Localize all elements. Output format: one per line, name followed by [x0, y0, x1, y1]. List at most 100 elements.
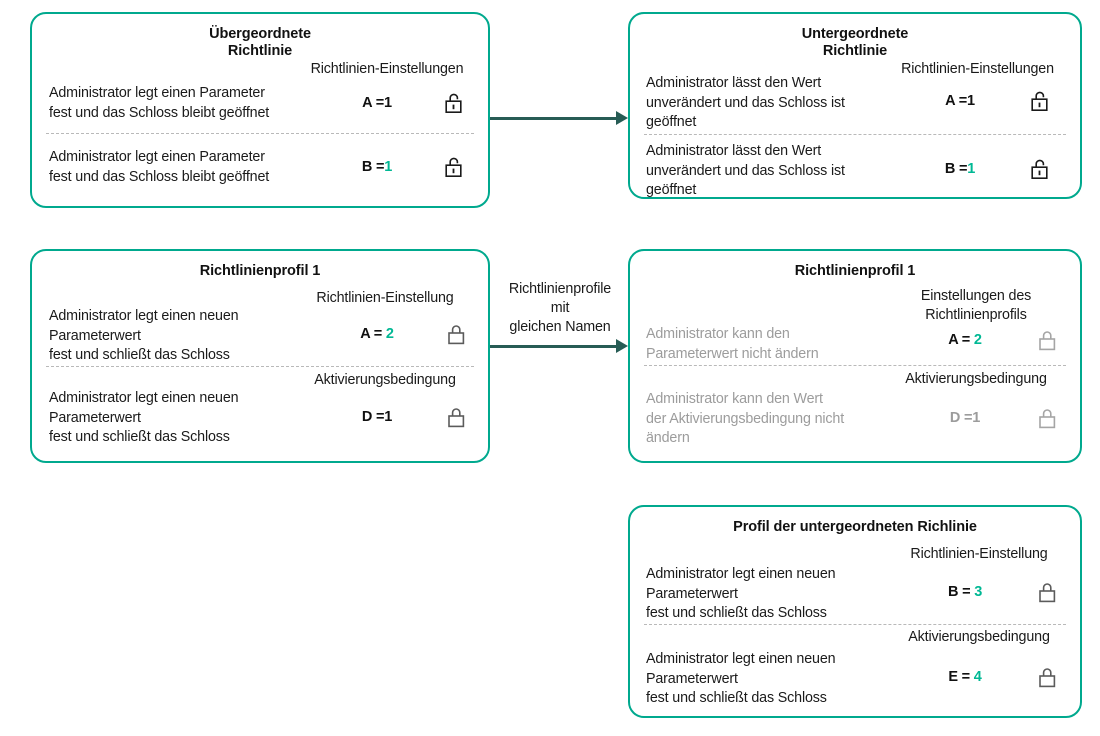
desc-line-2: unverändert und das Schloss ist: [646, 162, 845, 179]
table-row: Einstellungen des Richtlinienprofils Adm…: [630, 287, 1080, 365]
arrow-middle-label: Richtlinienprofile mit gleichen Namen: [486, 280, 634, 337]
arrow-top-line: [490, 117, 618, 120]
parameter-number: 1: [384, 409, 393, 425]
equals-sign: =: [958, 161, 968, 177]
row-description: Administrator lässt den Wert unverändert…: [646, 74, 876, 133]
desc-line-1: Administrator lässt den Wert: [646, 75, 822, 91]
parameter-value: A = 2: [332, 326, 422, 342]
arrow-top-head: [616, 111, 628, 125]
table-row: Richtlinien-Einstellung Administrator le…: [630, 545, 1080, 621]
parameter-number: 2: [973, 332, 982, 348]
lock-closed-icon: [444, 321, 470, 347]
row-divider: [46, 133, 474, 134]
desc-line-1: Administrator lässt den Wert: [646, 143, 822, 159]
parameter-name: B: [944, 161, 956, 177]
parameter-number: 3: [974, 584, 983, 600]
parameter-value: D =1: [920, 410, 1010, 426]
parameter-value: A = 2: [920, 332, 1010, 348]
parameter-number: 1: [966, 93, 975, 109]
equals-sign: =: [958, 93, 967, 109]
box-policy-profile-right: Richtlinienprofil 1 Einstellungen des Ri…: [628, 249, 1082, 463]
desc-line-2: der Aktivierungsbedingung nicht: [646, 410, 845, 427]
desc-line-3: fest und schließt das Schloss: [49, 429, 230, 445]
table-row: Aktivierungsbedingung Administrator legt…: [32, 371, 488, 461]
table-row: Richtlinien-Einstellungen Administrator …: [630, 60, 1080, 130]
parameter-value: B =1: [332, 159, 422, 175]
parameter-value: A =1: [915, 93, 1005, 109]
arrow-middle-line: [490, 345, 618, 348]
parameter-value: E = 4: [920, 669, 1010, 685]
desc-line-1: Administrator kann den: [646, 326, 790, 342]
row-divider: [644, 134, 1066, 135]
desc-line-3: fest und schließt das Schloss: [49, 347, 230, 363]
row-description: Administrator kann den Parameterwert nic…: [646, 325, 881, 364]
equals-sign: =: [962, 584, 971, 600]
equals-sign: =: [963, 410, 973, 426]
row-description: Administrator kann den Wert der Aktivier…: [646, 390, 891, 449]
box-policy-profile-right-title: Richtlinienprofil 1: [630, 263, 1080, 280]
desc-line-1: Administrator legt einen neuen: [49, 308, 239, 324]
parameter-number: 2: [385, 326, 394, 342]
equals-sign: =: [373, 326, 383, 342]
parameter-name: B: [947, 584, 959, 600]
desc-line-3: fest und schließt das Schloss: [646, 605, 827, 621]
column-header: Richtlinien-Einstellungen: [310, 61, 464, 77]
column-header: Richtlinien-Einstellungen: [901, 61, 1054, 77]
equals-sign: =: [961, 332, 971, 348]
box-child-policy-profile: Profil der untergeordneten Richlinie Ric…: [628, 505, 1082, 718]
row-divider: [46, 366, 474, 367]
desc-line-1: Administrator legt einen Parameter: [49, 149, 265, 165]
table-row: Richtlinien-Einstellungen Administrator …: [32, 60, 488, 128]
table-row: Aktivierungsbedingung Administrator legt…: [630, 628, 1080, 718]
table-row: Richtlinien-Einstellung Administrator le…: [32, 289, 488, 363]
column-header-line-2: Richtlinienprofils: [925, 307, 1027, 323]
desc-line-3: geöffnet: [646, 182, 697, 198]
row-divider: [644, 365, 1066, 366]
parameter-number: 4: [973, 669, 982, 685]
table-row: Aktivierungsbedingung Administrator kann…: [630, 370, 1080, 462]
desc-line-2: Parameterwert: [49, 327, 141, 344]
parameter-number: 1: [383, 95, 392, 111]
column-header: Aktivierungsbedingung: [908, 629, 1050, 645]
column-header: Einstellungen des Richtlinienprofils: [876, 287, 1076, 325]
parameter-number: 1: [972, 410, 981, 426]
lock-closed-icon: [444, 404, 470, 430]
parameter-value: B = 3: [920, 584, 1010, 600]
desc-line-2: Parameterwert: [646, 585, 738, 602]
parameter-name: D: [949, 410, 961, 426]
parameter-name: B: [361, 159, 373, 175]
desc-line-3: ändern: [646, 430, 690, 446]
title-line-1: Profil der untergeordneten Richlinie: [733, 519, 977, 535]
parameter-value: A =1: [332, 95, 422, 111]
parameter-name: D: [361, 409, 373, 425]
desc-line-2: Parameterwert: [49, 409, 141, 426]
lock-closed-icon: [1035, 327, 1061, 353]
parameter-name: E: [948, 669, 958, 685]
title-line-1: Richtlinienprofil 1: [199, 263, 321, 279]
desc-line-2: fest und das Schloss bleibt geöffnet: [49, 104, 270, 121]
lock-closed-icon: [1035, 664, 1061, 690]
row-description: Administrator legt einen neuen Parameter…: [49, 307, 289, 366]
desc-line-3: geöffnet: [646, 114, 697, 130]
box-parent-policy: Übergeordnete Richtlinie Richtlinien-Ein…: [30, 12, 490, 208]
lock-closed-icon: [1035, 579, 1061, 605]
desc-line-2: fest und das Schloss bleibt geöffnet: [49, 168, 270, 185]
lock-open-icon: [442, 154, 468, 180]
title-line-1: Untergeordnete: [801, 26, 909, 42]
column-header: Richtlinien-Einstellung: [910, 546, 1048, 562]
row-description: Administrator legt einen Parameter fest …: [49, 84, 284, 123]
arrow-label-line-2: mit: [550, 300, 570, 316]
desc-line-1: Administrator legt einen Parameter: [49, 85, 265, 101]
row-description: Administrator legt einen neuen Parameter…: [646, 650, 886, 709]
equals-sign: =: [375, 95, 384, 111]
lock-open-icon: [1028, 156, 1054, 182]
title-line-1: Übergeordnete: [209, 26, 311, 42]
title-line-2: Richtlinie: [227, 43, 293, 59]
row-description: Administrator legt einen neuen Parameter…: [646, 565, 886, 624]
title-line-1: Richtlinienprofil 1: [794, 263, 916, 279]
arrow-label-line-3: gleichen Namen: [509, 319, 611, 335]
lock-open-icon: [1028, 88, 1054, 114]
box-child-policy: Untergeordnete Richtlinie Richtlinien-Ei…: [628, 12, 1082, 199]
desc-line-3: fest und schließt das Schloss: [646, 690, 827, 706]
